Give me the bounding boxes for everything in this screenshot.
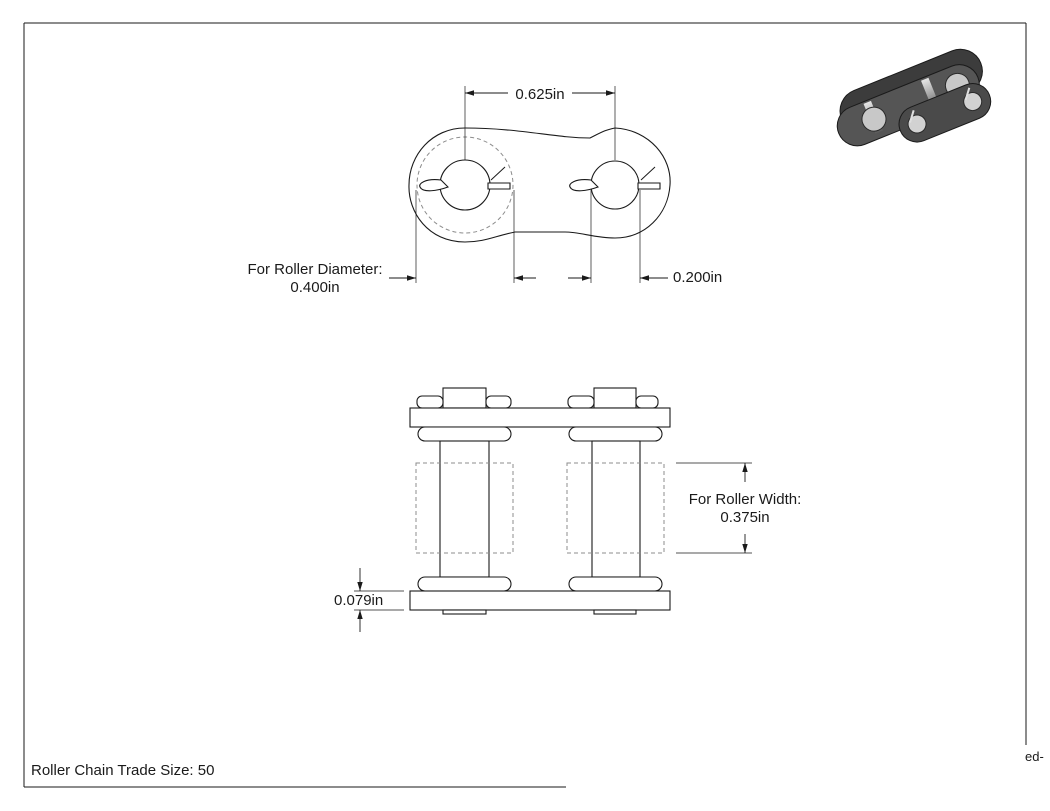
- pitch-label: 0.625in: [515, 86, 564, 103]
- trade-size-label: Roller Chain Trade Size: 50: [31, 762, 214, 779]
- pin-offset-label: 0.200in: [673, 269, 722, 286]
- inner-plate-top-left: [417, 426, 512, 442]
- cotter-pin-right: [569, 166, 661, 192]
- link-plate-outline: [408, 127, 671, 243]
- plate-thickness-dimension: 0.079in: [334, 568, 404, 632]
- pin-hole-right: [590, 160, 640, 210]
- outer-plate-bottom: [409, 590, 671, 611]
- plate-thickness-label: 0.079in: [334, 592, 383, 609]
- pin-hole-left: [439, 159, 491, 211]
- inner-plate-bottom-right: [568, 576, 663, 592]
- outer-plate-top: [409, 407, 671, 428]
- cotter-pin-left: [419, 166, 511, 192]
- roller-width-value: 0.375in: [720, 509, 769, 526]
- bushing-left: [439, 440, 490, 578]
- top-view: 0.625in For Roller Diameter: 0.400in 0.2…: [247, 86, 722, 296]
- inner-plate-bottom-left: [417, 576, 512, 592]
- inner-plate-top-right: [568, 426, 663, 442]
- isometric-render: [836, 48, 992, 147]
- roller-width-hidden-left: [415, 462, 514, 554]
- roller-diameter-dimension: For Roller Diameter: 0.400in: [247, 190, 536, 296]
- sheet-border: [23, 22, 1027, 788]
- roller-width-hidden-right: [566, 462, 665, 554]
- pin-offset-dimension: 0.200in: [568, 190, 722, 286]
- roller-diameter-value: 0.400in: [290, 279, 339, 296]
- roller-diameter-caption: For Roller Diameter:: [247, 261, 382, 278]
- pitch-dimension: 0.625in: [464, 86, 616, 160]
- clipped-title-text: ed-: [1025, 749, 1044, 764]
- roller-width-dimension: For Roller Width: 0.375in: [676, 462, 802, 554]
- front-view: For Roller Width: 0.375in 0.079in: [334, 387, 802, 632]
- bushing-right: [591, 440, 641, 578]
- roller-width-caption: For Roller Width:: [689, 491, 802, 508]
